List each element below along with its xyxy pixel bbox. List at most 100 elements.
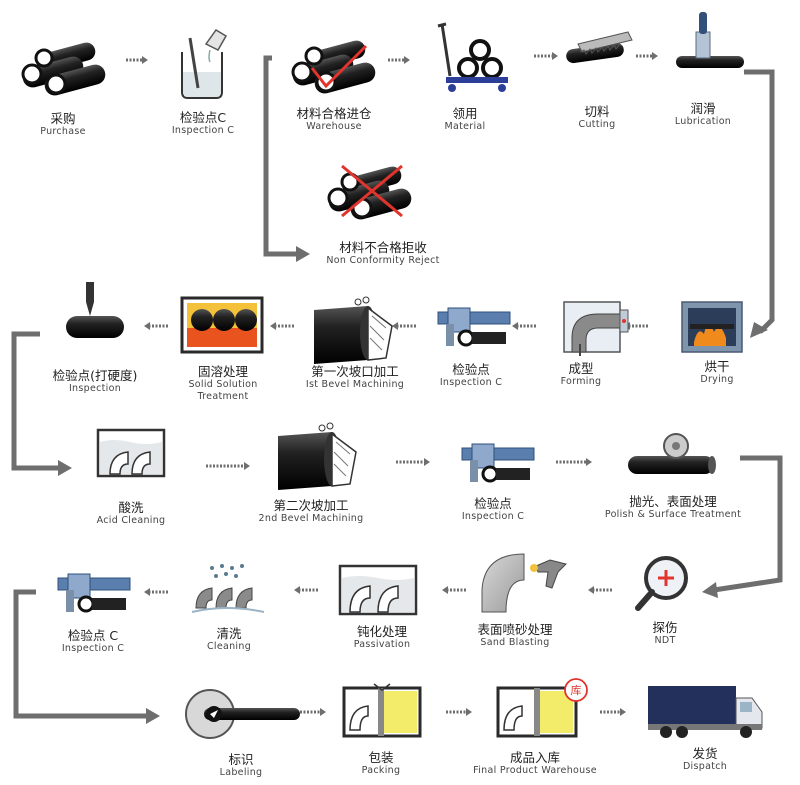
step-label-en: Polish & Surface Treatment [604, 509, 742, 520]
step-label-cn: 材料不合格拒收 [339, 240, 427, 255]
step-label-en: Inspection C [61, 643, 125, 654]
pipe-bundle-cross-icon [327, 164, 412, 220]
step-inspection-c-3: 检验点 Inspection C [418, 496, 568, 523]
step-packing: 包装 Packing [306, 750, 456, 777]
step-label-en: NDT [654, 635, 676, 646]
step-lubrication: 润滑 Lubrication [628, 101, 778, 128]
step-arrows [126, 54, 652, 714]
step-bevel-2: 第二次坡加工 2nd Bevel Machining [236, 498, 386, 525]
step-label-cn: 包装 [368, 750, 394, 765]
step-sand: 表面喷砂处理 Sand Blasting [440, 622, 590, 649]
step-label-cn: 检验点 [474, 496, 512, 511]
step-inspection-c-1: 检验点C Inspection C [128, 110, 278, 137]
step-label-en: Passivation [353, 639, 411, 650]
pipe-bundle-icon [21, 42, 106, 96]
step-label-en: Lubrication [674, 116, 732, 127]
caliper-icon [437, 307, 511, 347]
hardness-probe-icon [66, 282, 124, 338]
step-label-cn: 烘干 [704, 359, 730, 374]
step-label-en: Packing [361, 765, 401, 776]
bevel-pipe-icon [278, 422, 357, 490]
step-label-cn: 切料 [584, 104, 610, 119]
step-label-en: Sand Blasting [480, 637, 550, 648]
brush-icon [676, 12, 744, 68]
step-label-en: Cutting [578, 119, 616, 130]
step-label-cn: 发货 [692, 746, 718, 761]
step-label-cn: 钝化处理 [356, 624, 407, 639]
step-inspection-c-4: 检验点 C Inspection C [18, 628, 168, 655]
step-label-cn: 表面喷砂处理 [477, 622, 553, 637]
step-bevel-1: 第一次坡口加工 Ist Bevel Machining [280, 364, 430, 391]
saw-icon [566, 31, 633, 64]
bevel-pipe-icon [314, 296, 393, 364]
step-passivation: 钝化处理 Passivation [307, 624, 457, 651]
step-label-en: Inspection C [171, 125, 235, 136]
warehouse-stamp: 库 [571, 684, 582, 697]
step-material: 领用 Material [390, 106, 540, 133]
step-polish: 抛光、表面处理 Polish & Surface Treatment [598, 494, 748, 521]
polish-roller-icon [628, 433, 716, 474]
step-solid-solution: 固溶处理 Solid Solution Treatment [148, 364, 298, 403]
step-purchase: 采购 Purchase [0, 111, 138, 138]
reject-connector [263, 55, 296, 257]
oven-icon [681, 301, 743, 353]
step-label-en: Drying [700, 374, 734, 385]
step-label-cn: 固溶处理 [197, 364, 248, 379]
step-inspection-c-2: 检验点 Inspection C [396, 362, 546, 389]
step-label-cn: 检验点 C [67, 628, 119, 643]
step-hardness: 检验点(打硬度) Inspection [20, 368, 170, 395]
water-spray-icon [191, 564, 265, 613]
step-drying: 烘干 Drying [642, 359, 792, 386]
step-label-en: Labeling [219, 767, 263, 778]
step-label-cn: 材料合格进仓 [296, 106, 372, 121]
step-label-cn: 酸洗 [118, 500, 144, 515]
truck-icon [648, 686, 763, 738]
step-label-en: Material [444, 121, 486, 132]
row-connectors [11, 55, 783, 719]
step-ndt: 探伤 NDT [590, 620, 740, 647]
row4-to-row5-connector [13, 589, 146, 719]
step-label-en: Dispatch [682, 761, 728, 772]
step-label-en: Inspection [68, 383, 122, 394]
step-cleaning: 清洗 Cleaning [154, 626, 304, 653]
caliper-icon [461, 443, 535, 483]
step-label-en: Acid Cleaning [96, 515, 166, 526]
step-label-en: Ist Bevel Machining [305, 379, 405, 390]
magnifier-icon [635, 556, 688, 611]
step-acid: 酸洗 Acid Cleaning [56, 500, 206, 527]
step-label-en: Warehouse [306, 121, 362, 132]
step-reject: 材料不合格拒收 Non Conformity Reject [308, 240, 458, 267]
acid-tank-icon [96, 428, 166, 478]
step-warehouse: 材料合格进仓 Warehouse [259, 106, 409, 133]
step-label-cn: 领用 [452, 106, 478, 121]
step-label-en: Solid Solution [188, 379, 258, 390]
step-label-cn: 检验点(打硬度) [52, 368, 138, 383]
step-label-en: Inspection C [439, 377, 503, 388]
pipe-bundle-check-icon [291, 40, 376, 94]
step-label-cn: 润滑 [690, 101, 716, 116]
step-label-en-line2: Treatment [197, 391, 249, 402]
step-label-en: 2nd Bevel Machining [258, 513, 364, 524]
beaker-icon [181, 29, 228, 99]
step-label-cn: 第二次坡加工 [273, 498, 349, 513]
row3-to-row4-connector [713, 455, 783, 593]
row1-to-row2-connector [744, 69, 775, 334]
passivation-tank-icon [338, 564, 418, 616]
step-label-cn: 检验点 [452, 362, 490, 377]
step-label-cn: 第一次坡口加工 [311, 364, 399, 379]
step-label-cn: 探伤 [652, 620, 678, 635]
step-labeling: 标识 Labeling [166, 752, 316, 779]
step-label-en: Inspection C [461, 511, 525, 522]
package-box-icon [342, 683, 422, 738]
step-label-en: Forming [560, 376, 602, 387]
row-connector-heads [58, 246, 768, 724]
label-rod-icon [185, 689, 300, 739]
step-forming: 成型 Forming [506, 361, 656, 388]
step-label-en: Cleaning [206, 641, 252, 652]
row2-to-row3-connector [11, 331, 58, 471]
step-label-cn: 成品入库 [509, 750, 560, 765]
step-label-cn: 标识 [228, 752, 254, 767]
step-label-cn: 清洗 [216, 626, 242, 641]
step-dispatch: 发货 Dispatch [630, 746, 780, 773]
